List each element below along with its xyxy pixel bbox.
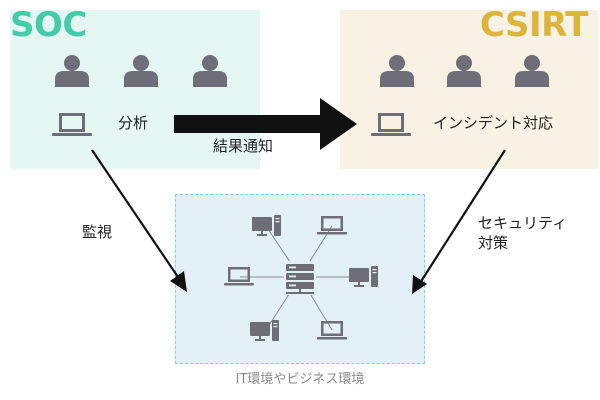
person-icon — [380, 55, 414, 87]
monitor-arrow — [91, 149, 181, 281]
desktop-icon — [349, 266, 378, 287]
desktop-icon — [250, 320, 279, 341]
person-icon — [193, 55, 227, 87]
person-icon — [447, 55, 481, 87]
report-label: 結果通知 — [213, 137, 274, 155]
thin-arrows — [91, 149, 506, 284]
person-icon — [55, 55, 89, 87]
monitor-label: 監視 — [82, 223, 113, 241]
measures-arrowhead — [412, 275, 427, 294]
soc-activity-label: 分析 — [118, 114, 149, 132]
soc-panel — [10, 10, 260, 169]
csirt-activity-label: インシデント対応 — [433, 114, 554, 132]
soc-title: SOC — [10, 5, 87, 45]
laptop-icon — [371, 113, 411, 136]
network-devices — [224, 215, 378, 341]
laptop-icon — [317, 216, 347, 235]
laptop-icon — [52, 113, 92, 136]
monitor-arrowhead — [170, 271, 187, 292]
security-measures-label: セキュリティ 対策 — [478, 214, 568, 253]
it-environment-label: IT環境やビジネス環境 — [235, 372, 365, 387]
desktop-icon — [252, 215, 281, 236]
laptop-icon — [224, 267, 254, 286]
person-icon — [515, 55, 549, 87]
csirt-panel — [340, 10, 598, 169]
person-icon — [124, 55, 158, 87]
laptop-icon — [317, 321, 347, 340]
csirt-title: CSIRT — [479, 5, 589, 45]
arrows — [174, 98, 357, 150]
report-arrow — [174, 98, 357, 150]
measures-arrow — [419, 149, 506, 284]
arrowheads — [170, 271, 427, 294]
